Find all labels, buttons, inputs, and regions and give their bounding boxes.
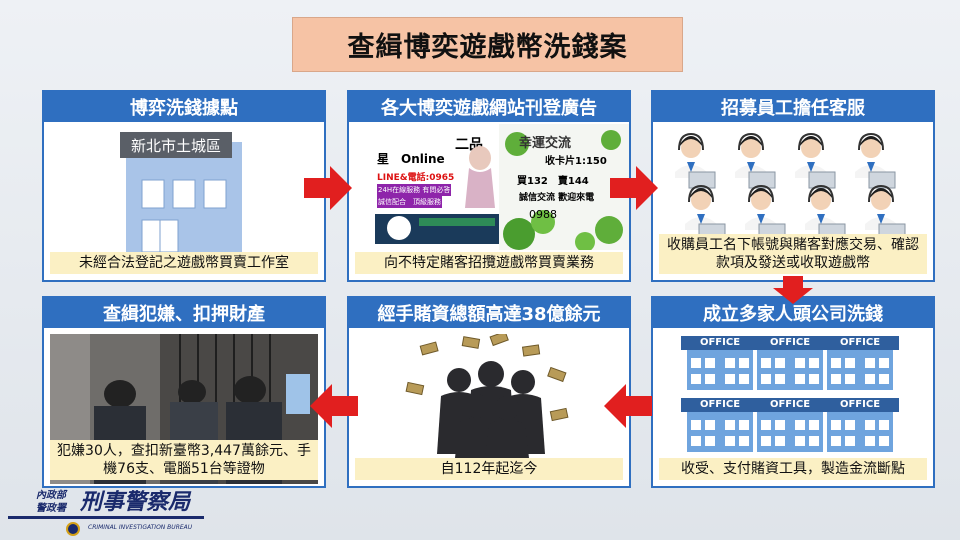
panel-caption: 自112年起迄今 <box>355 458 623 480</box>
office-label: OFFICE <box>821 336 899 350</box>
ad-banner-strip <box>375 214 499 244</box>
office-label: OFFICE <box>681 336 759 350</box>
ad-text: LINE&電話:0965 <box>377 173 455 183</box>
office-building-icon: OFFICE <box>681 398 759 452</box>
location-sign: 新北市土城區 <box>120 132 232 158</box>
panel-caption: 犯嫌30人，查扣新臺幣3,447萬餘元、手機76支、電腦51台等證物 <box>50 440 318 480</box>
panel-heading: 成立多家人頭公司洗錢 <box>653 298 933 328</box>
logo-dept-line: 警政署 <box>36 503 66 514</box>
panel-gambling-base: 博弈洗錢據點 新北市土城區 未經合法登記之遊戲幣買賣工作室 <box>42 90 326 282</box>
office-building-icon: OFFICE <box>821 398 899 452</box>
flow-arrow-left-icon <box>604 384 652 428</box>
ad-text: 24H在線服務 有問必答 <box>377 184 452 196</box>
ad-text: 幸運交流 <box>519 136 572 151</box>
panel-caption: 未經合法登記之遊戲幣買賣工作室 <box>50 252 318 274</box>
panel-heading: 查緝犯嫌、扣押財產 <box>44 298 324 328</box>
panel-arrest-seizure: 查緝犯嫌、扣押財產 犯嫌30人，查扣新臺幣3,447萬餘元、手機76支、電腦51… <box>42 296 326 488</box>
flow-arrow-left-icon <box>310 384 358 428</box>
flow-arrow-down-icon <box>773 276 813 304</box>
logo-dept-line: 內政部 <box>36 490 66 501</box>
logo-name: 刑事警察局 <box>80 490 191 515</box>
page-title: 查緝博奕遊戲幣洗錢案 <box>292 17 683 72</box>
panel-total-stakes: 經手賭資總額高達38億餘元 自112年起迄今 <box>347 296 631 488</box>
panel-caption: 向不特定賭客招攬遊戲幣買賣業務 <box>355 252 623 274</box>
ad-text: 0988 <box>529 208 557 221</box>
police-badge-icon <box>66 522 80 536</box>
money-laundering-figures-illustration <box>405 334 569 458</box>
flow-arrow-right-icon <box>304 166 352 210</box>
panel-caption: 收受、支付賭資工具，製造金流斷點 <box>659 458 927 480</box>
ad-text: 誠信配合 頂級服務 <box>377 196 442 208</box>
office-label: OFFICE <box>681 398 759 412</box>
ad-text: 收卡片1:150 <box>545 156 607 167</box>
office-building-icon: OFFICE <box>751 398 829 452</box>
customer-service-staff-illustration <box>674 133 906 241</box>
ad-banner-exchange: 幸運交流 收卡片1:150 買132 賣144 誠信交流 歡迎來電 0988 <box>499 124 629 250</box>
panel-caption: 收購員工名下帳號與賭客對應交易、確認款項及發送或收取遊戲幣 <box>659 234 927 274</box>
office-building-icon: OFFICE <box>681 336 759 390</box>
office-building-icon: OFFICE <box>751 336 829 390</box>
flow-arrow-right-icon <box>610 166 658 210</box>
cib-logo: 內政部 警政署 刑事警察局 CRIMINAL INVESTIGATION BUR… <box>8 484 208 538</box>
office-label: OFFICE <box>751 398 829 412</box>
ad-text: 買132 賣144 <box>517 176 589 187</box>
panel-heading: 博弈洗錢據點 <box>44 92 324 122</box>
ad-character-image <box>465 146 495 208</box>
office-building-icon: OFFICE <box>821 336 899 390</box>
panel-advertising: 各大博奕遊戲網站刊登廣告 二品 星 Online LINE&電話:0965 24… <box>347 90 631 282</box>
office-label: OFFICE <box>821 398 899 412</box>
panel-recruit-staff: 招募員工擔任客服 收購員工名下帳號與賭客對應交易、確認款項及發送或收取遊戲幣 <box>651 90 935 282</box>
building-illustration <box>120 132 248 253</box>
panel-heading: 經手賭資總額高達38億餘元 <box>349 298 629 328</box>
panel-heading: 各大博奕遊戲網站刊登廣告 <box>349 92 629 122</box>
ad-text: 誠信交流 歡迎來電 <box>519 193 595 203</box>
logo-english: CRIMINAL INVESTIGATION BUREAU <box>88 524 193 531</box>
panel-heading: 招募員工擔任客服 <box>653 92 933 122</box>
office-label: OFFICE <box>751 336 829 350</box>
ad-text: 星 Online <box>377 152 445 166</box>
ad-banner-online: 二品 星 Online LINE&電話:0965 24H在線服務 有問必答 誠信… <box>375 132 499 244</box>
